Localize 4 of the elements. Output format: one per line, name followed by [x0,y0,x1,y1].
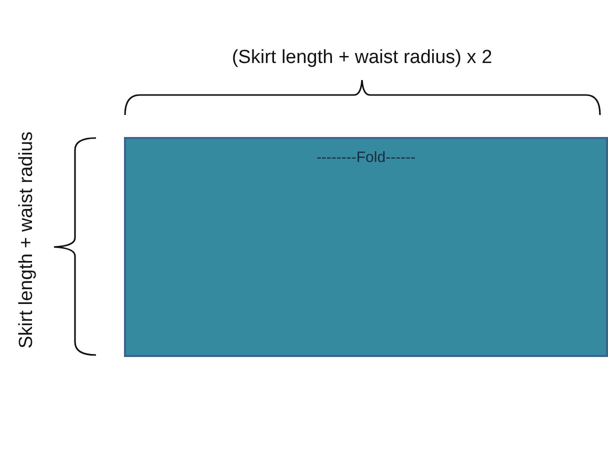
fold-label: --------Fold------ [315,149,417,166]
dimension-label: (Skirt length + waist radius) x 2 [230,47,494,69]
fabric-rectangle [124,137,608,357]
dimension-label: Skirt length + waist radius [16,132,38,348]
